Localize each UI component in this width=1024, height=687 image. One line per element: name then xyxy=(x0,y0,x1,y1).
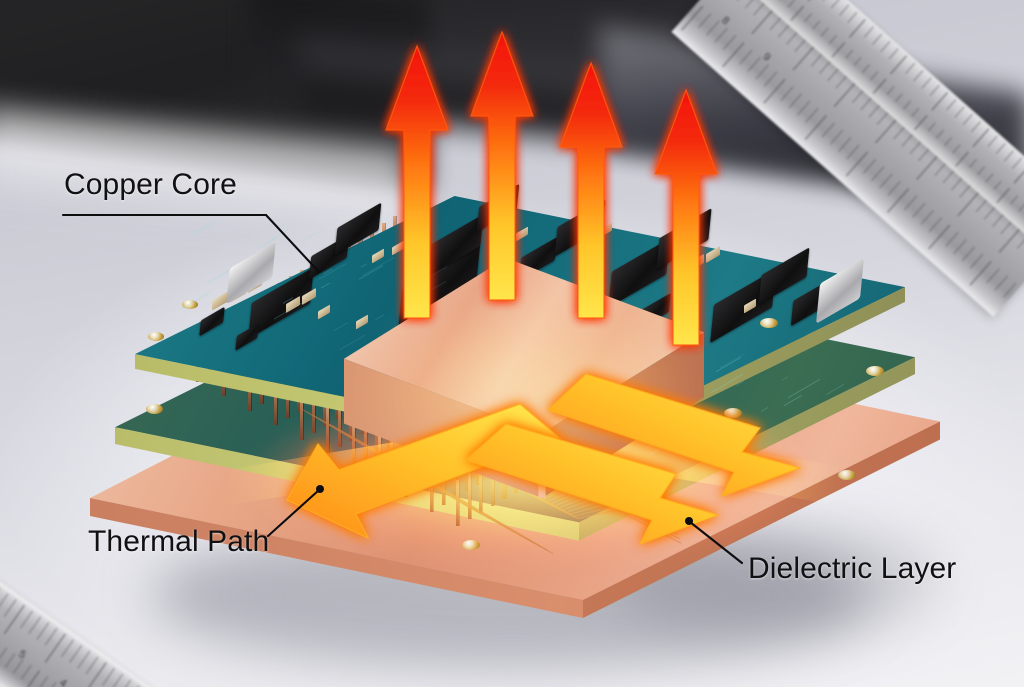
label-dielectric-layer: Dielectric Layer xyxy=(748,552,956,586)
leader-dot-thermal-path xyxy=(316,485,324,493)
leader-line-dielectric-layer xyxy=(690,522,742,563)
label-thermal-path: Thermal Path xyxy=(88,525,269,559)
leader-line-thermal-path xyxy=(268,490,319,536)
leader-line-copper-core xyxy=(266,215,319,272)
label-copper-core: Copper Core xyxy=(64,168,237,202)
leader-dot-dielectric-layer xyxy=(685,517,693,525)
